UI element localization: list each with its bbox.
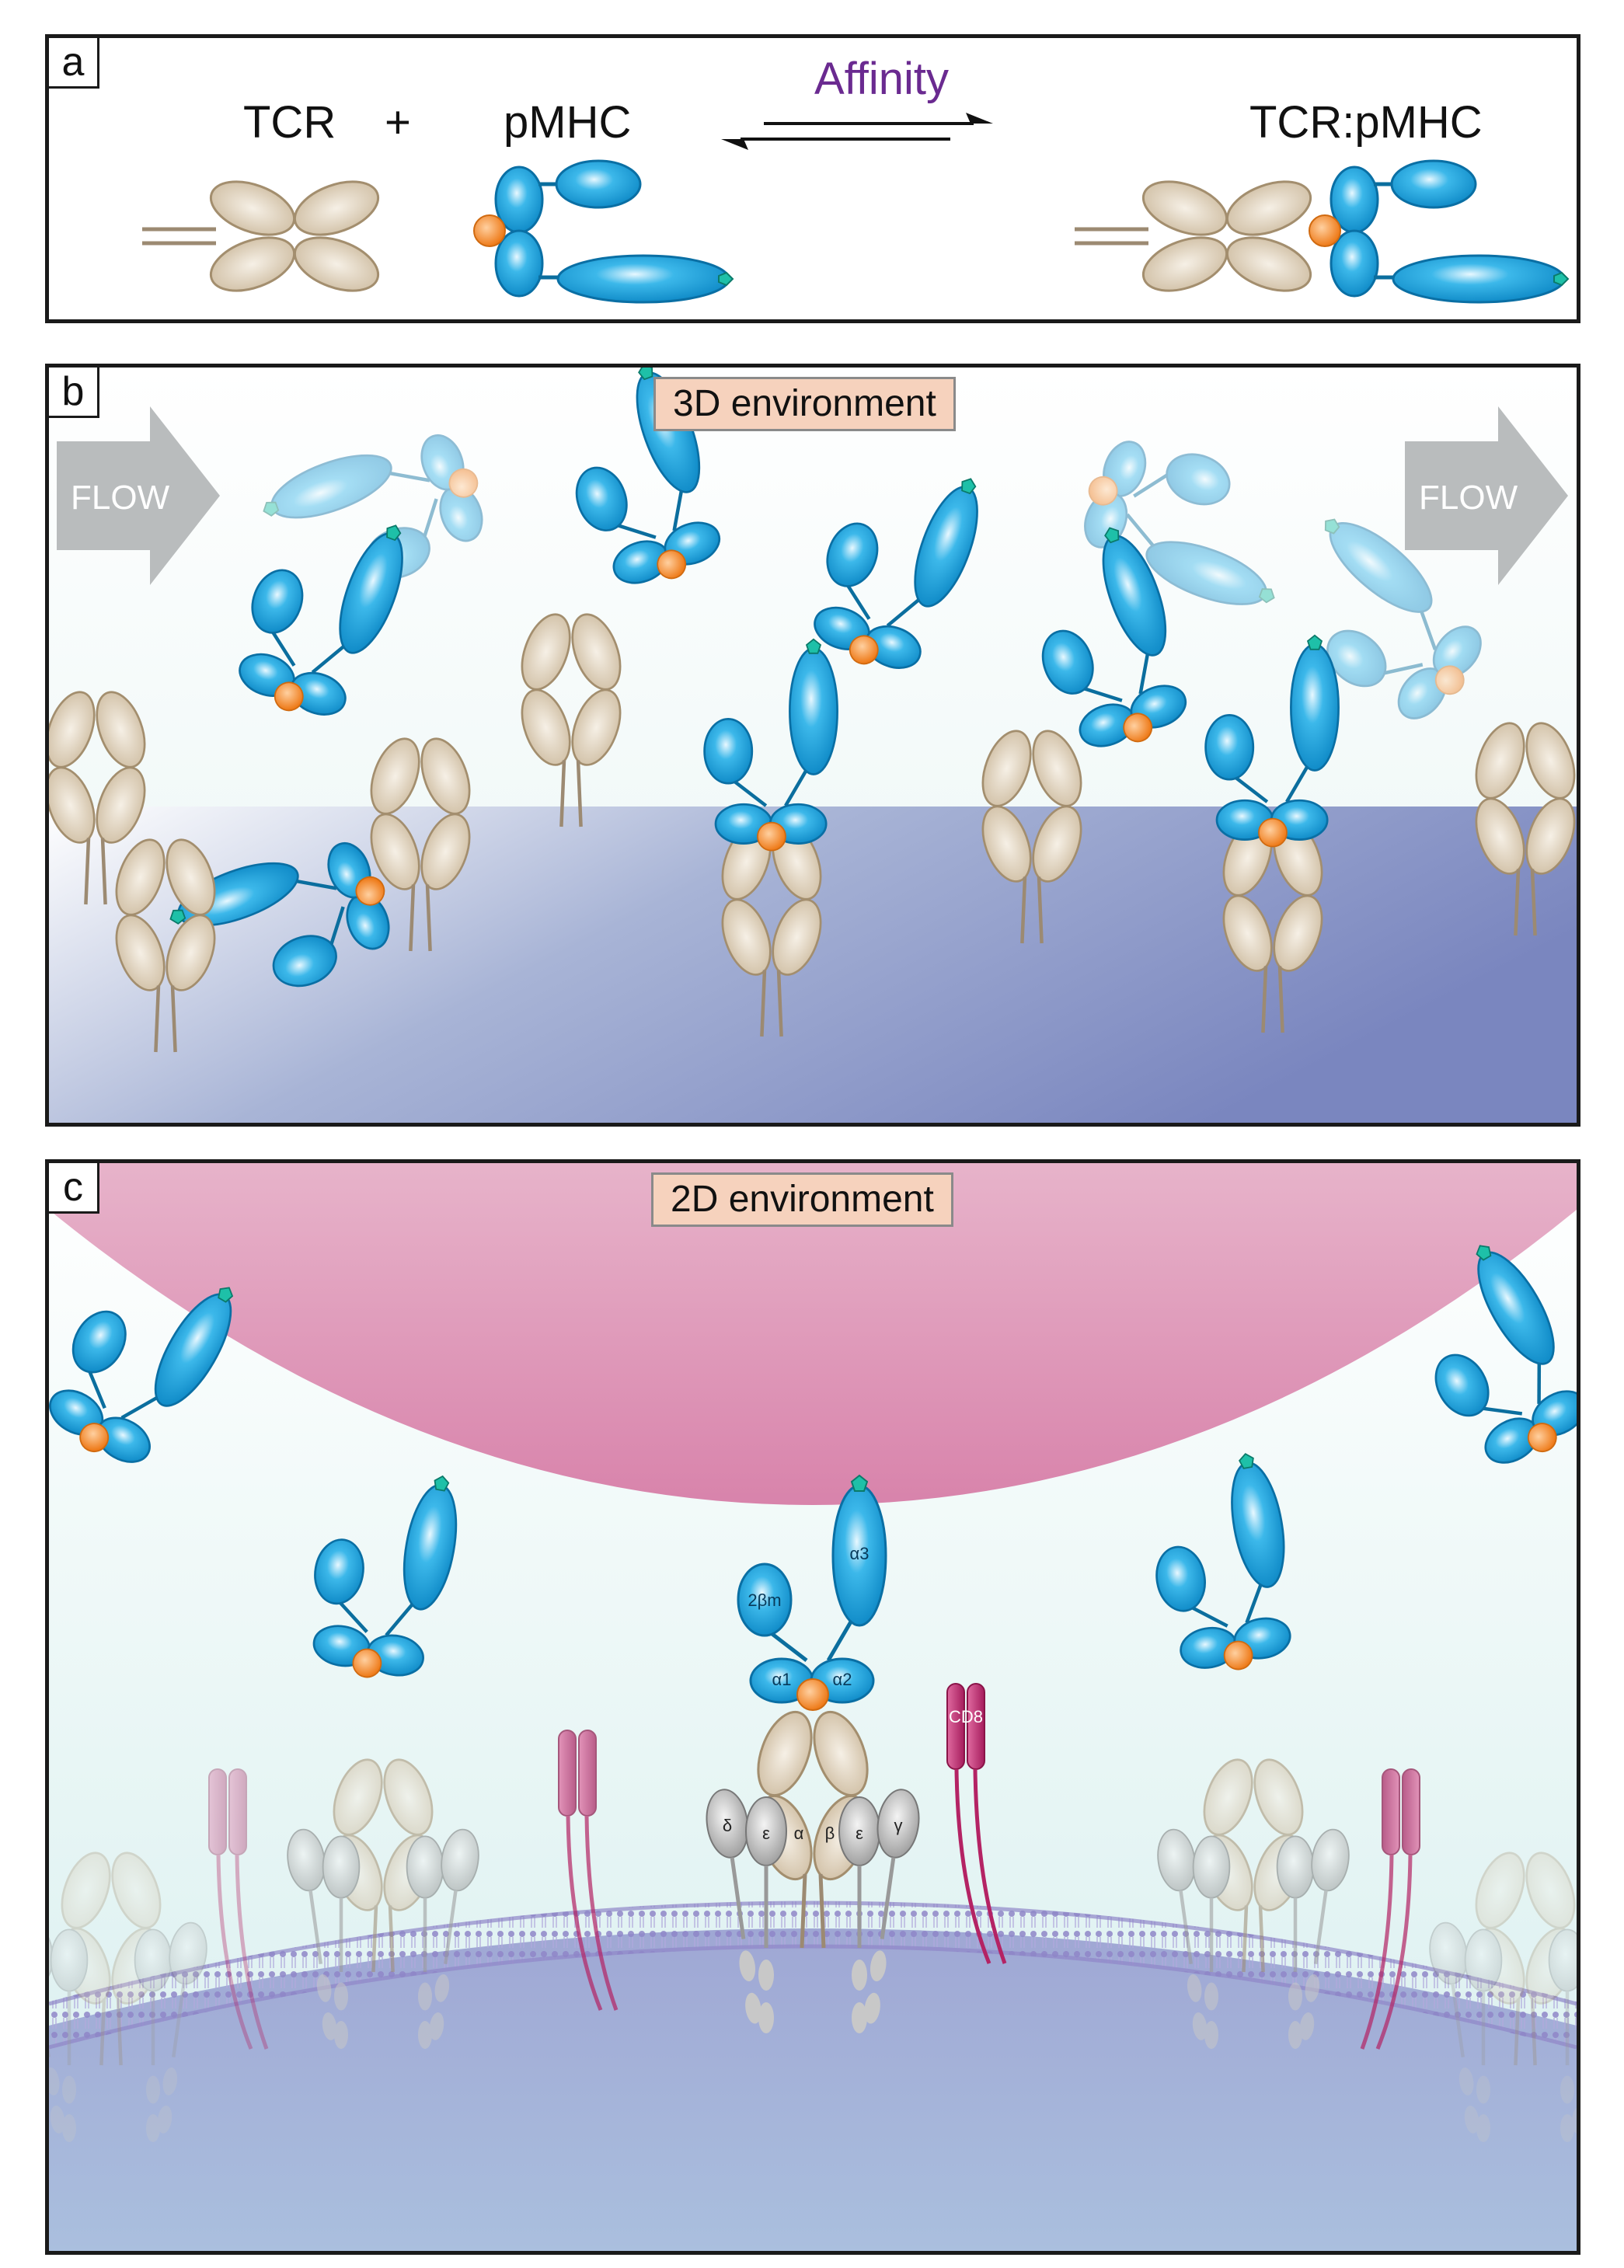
pmhc-label: pMHC [504, 97, 631, 148]
flow-arrow-left: FLOW [57, 406, 220, 585]
panel-a-tag: a [49, 38, 99, 89]
env-label-3d: 3D environment [653, 377, 956, 431]
label-alpha: α [794, 1824, 804, 1843]
apc-pmhc [298, 1458, 466, 1688]
panel-a: a TCR + pMHC Affinity TCR:pMHC [45, 34, 1580, 323]
svg-text:FLOW: FLOW [71, 479, 170, 517]
flow-arrow-right: FLOW [1405, 406, 1568, 585]
svg-text:FLOW: FLOW [1419, 479, 1518, 517]
label-cd8: CD8 [949, 1707, 983, 1726]
env-label-2d: 2D environment [651, 1172, 953, 1227]
label-b2m: 2βm [748, 1590, 781, 1610]
tcr-label: TCR [243, 97, 336, 148]
central-pmhc: 2βm α3 α1 α2 [738, 1475, 886, 1710]
label-epsilon-right: ε [856, 1824, 863, 1843]
free-pmhc [1068, 423, 1312, 620]
apc-pmhc [1138, 1450, 1305, 1681]
panel-c-diagram: 2βm α3 α1 α2 δ ε α β ε γ CD8 [49, 1163, 1577, 2251]
label-alpha1: α1 [772, 1670, 792, 1689]
panel-b-tag: b [49, 368, 99, 418]
plus-sign: + [385, 97, 411, 148]
label-gamma: γ [894, 1816, 903, 1835]
panel-a-diagram: TCR + pMHC Affinity TCR:pMHC [49, 54, 1577, 319]
tcr-pmhc-complex [1075, 161, 1568, 302]
tcr-surface [513, 608, 629, 827]
label-alpha3: α3 [850, 1544, 870, 1563]
complex-label: TCR:pMHC [1249, 97, 1483, 148]
panel-b-diagram: FLOW FLOW [49, 368, 1577, 1123]
tcr-molecule [142, 172, 385, 301]
t-cell-body [49, 1928, 1577, 2251]
label-alpha2: α2 [833, 1670, 852, 1689]
free-pmhc [221, 488, 418, 732]
antigen-presenting-cell [49, 1163, 1577, 1505]
free-pmhc [796, 441, 993, 685]
equilibrium-arrows [721, 113, 993, 150]
central-cd8: CD8 [947, 1684, 1005, 1963]
label-beta: β [825, 1824, 835, 1843]
panel-b: FLOW FLOW b 3D environment [45, 364, 1580, 1127]
label-delta: δ [723, 1816, 732, 1835]
t-cell-membrane [49, 1901, 1577, 2049]
panel-c: 2βm α3 α1 α2 δ ε α β ε γ CD8 c 2D e [45, 1159, 1580, 2255]
label-epsilon-left: ε [762, 1824, 770, 1843]
affinity-label: Affinity [814, 54, 949, 104]
pmhc-molecule [474, 161, 733, 302]
panel-c-tag: c [49, 1163, 99, 1214]
central-tcr-cd3: δ ε α β ε γ [702, 1705, 923, 2033]
